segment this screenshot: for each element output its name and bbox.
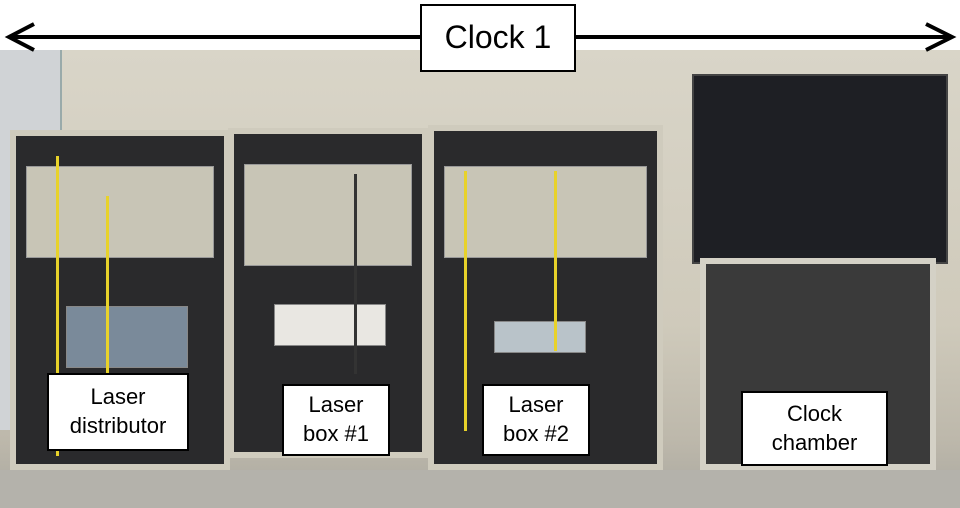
monitor <box>692 74 948 264</box>
span-arrow <box>4 22 957 52</box>
clock-title: Clock 1 <box>420 4 576 72</box>
label-clock-chamber: Clock chamber <box>741 391 888 466</box>
rack-laser-box-2 <box>428 125 663 470</box>
label-laser-box-1: Laser box #1 <box>282 384 390 456</box>
clock-chamber-rack <box>700 258 936 470</box>
floor <box>0 470 960 508</box>
label-laser-box-2: Laser box #2 <box>482 384 590 456</box>
rack-laser-distributor <box>10 130 230 470</box>
label-laser-distributor: Laser distributor <box>47 373 189 451</box>
